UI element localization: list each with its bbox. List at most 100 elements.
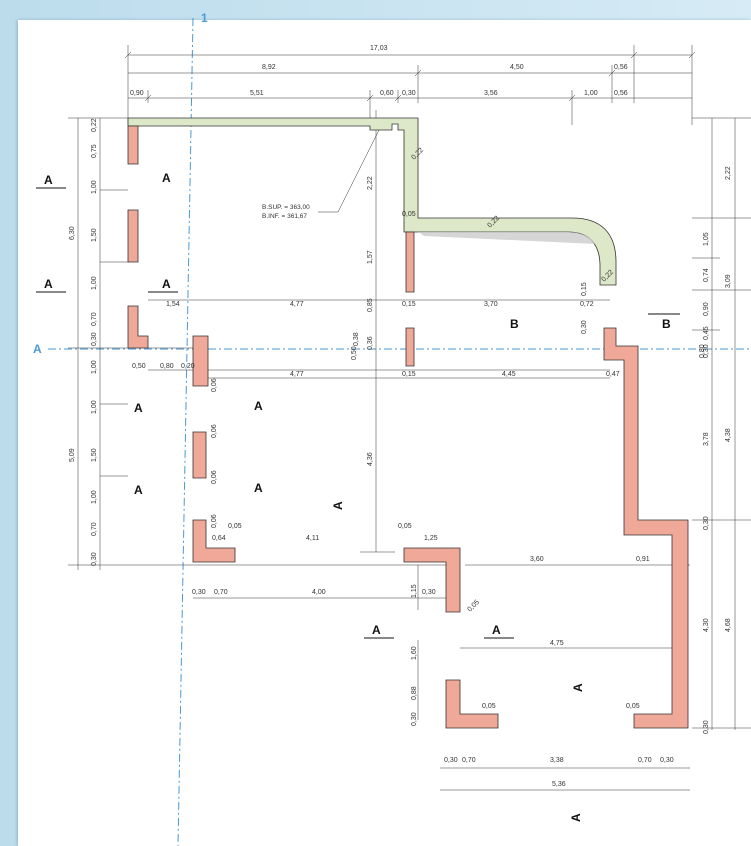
section-marker-underlines (36, 187, 680, 639)
dim-m-477a: 4,77 (290, 301, 304, 308)
dim-b-070a: 0,70 (214, 589, 228, 596)
section-label-a11: A (571, 683, 585, 692)
dim-s-015: 0,15 (581, 282, 588, 296)
dim-l-100e: 1,00 (91, 490, 98, 504)
dim-r2-f: 1,00 (584, 90, 598, 97)
dim-m-015b: 0,15 (402, 371, 416, 378)
dim-b-070c: 0,70 (638, 757, 652, 764)
dim-r2-a: 0,90 (130, 90, 144, 97)
axis-line-vertical (177, 17, 194, 846)
dim-m-020: 0,20 (181, 363, 195, 370)
dim-l-100a: 1,00 (91, 180, 98, 194)
dim-r-378: 3,78 (703, 432, 710, 446)
dim-b-070b: 0,70 (462, 757, 476, 764)
dim-m-080: 0,80 (160, 363, 174, 370)
dim-l-100d: 1,00 (91, 400, 98, 414)
dim-m-360: 3,60 (530, 556, 544, 563)
dim-r2-b: 5,51 (250, 90, 264, 97)
dim-r-090: 0,90 (703, 302, 710, 316)
dim-b-005c: 0,05 (466, 599, 481, 614)
axis-label-horizontal: A (33, 342, 42, 356)
dim-m-477b: 4,77 (290, 371, 304, 378)
elevation-note-sup: B.SUP. = 363,00 (262, 204, 310, 211)
dim-top-a: 8,92 (262, 64, 276, 71)
dim-r2-c: 0,60 (380, 90, 394, 97)
dim-l-070b: 0,70 (91, 522, 98, 536)
dim-m-370: 3,70 (484, 301, 498, 308)
section-label-a5: A (134, 401, 143, 415)
dim-m-047: 0,47 (606, 371, 620, 378)
dim-r-309: 3,09 (725, 274, 732, 288)
dim-r-074: 0,74 (703, 268, 710, 282)
elevation-note-inf: B.INF. = 361,67 (262, 213, 307, 220)
wall-corner-center (403, 547, 461, 613)
dim-s-038: 0,38 (353, 332, 360, 346)
dim-b-030c: 0,30 (411, 712, 418, 726)
dim-total-top: 17,03 (370, 45, 388, 52)
wall-column-a (192, 335, 209, 387)
dim-l-100b: 1,00 (91, 276, 98, 290)
dim-r-438: 4,38 (725, 428, 732, 442)
wall-cuts (127, 125, 689, 729)
dim-b-030e: 0,30 (660, 757, 674, 764)
dim-left-total-a: 6,30 (69, 226, 76, 240)
dim-m-006c: 0,06 (211, 470, 218, 484)
dim-r-222: 2,22 (725, 166, 732, 180)
dim-c-222: 2,22 (367, 176, 374, 190)
wall-corner-sw (192, 519, 236, 563)
section-label-a8: A (254, 481, 263, 495)
dim-r-030b: 0,30 (703, 516, 710, 530)
dim-b-160: 1,60 (411, 646, 418, 660)
section-label-a3: A (44, 277, 53, 291)
elevation-leader-line (318, 127, 381, 213)
wall-right-long (603, 327, 689, 729)
dim-m-050: 0,50 (132, 363, 146, 370)
top-dimension-lines (68, 45, 751, 791)
dim-l-050a: 0,30 (91, 332, 98, 346)
dim-r-030a: 0,30 (703, 344, 710, 358)
roof-slab (127, 117, 617, 286)
section-label-a6: A (254, 399, 263, 413)
dim-b-030d: 0,30 (444, 757, 458, 764)
dim-m-154: 1,54 (166, 301, 180, 308)
dim-c-036: 0,36 (367, 336, 374, 350)
dim-l-150b: 1,50 (91, 448, 98, 462)
dim-r2-d: 0,30 (402, 90, 416, 97)
dim-l-100c: 1,00 (91, 360, 98, 374)
dim-c-157: 1,57 (367, 250, 374, 264)
slab-shadow (418, 232, 596, 244)
dim-m-072: 0,72 (580, 301, 594, 308)
dim-b-338: 3,38 (550, 757, 564, 764)
axis-label-vertical: 1 (201, 11, 208, 25)
section-label-a10: A (492, 623, 501, 637)
section-label-a2: A (162, 171, 171, 185)
dim-b-005e: 0,05 (626, 703, 640, 710)
wall-corner-se (445, 679, 499, 729)
dim-b-030b: 0,30 (422, 589, 436, 596)
section-label-a9: A (372, 623, 381, 637)
dim-b-030a: 0,30 (192, 589, 206, 596)
dim-b-400: 4,00 (312, 589, 326, 596)
dim-m-411: 4,11 (306, 535, 319, 542)
section-label-a1: A (44, 173, 53, 187)
dim-l-022: 0,22 (91, 118, 98, 132)
dim-r-030c: 0,30 (703, 720, 710, 734)
dim-b-536: 5,36 (552, 781, 566, 788)
dim-l-030a: 0,30 (91, 552, 98, 566)
dim-m-445: 4,45 (502, 371, 516, 378)
dim-c-050: 0,50 (351, 346, 358, 360)
dim-b-005d: 0,05 (482, 703, 496, 710)
dim-s-005: 0,05 (402, 211, 416, 218)
dim-r2-e: 3,56 (484, 90, 498, 97)
section-label-a13: A (569, 813, 583, 822)
dim-top-c: 0,56 (614, 64, 628, 71)
dim-r-045: 0,45 (703, 326, 710, 340)
wall-left-2 (127, 209, 139, 263)
wall-center-1 (405, 231, 415, 293)
dim-m-005a: 0,05 (228, 523, 242, 530)
dim-m-006b: 0,06 (211, 424, 218, 438)
dim-r-430: 4,30 (703, 618, 710, 632)
section-label-b2: B (662, 317, 671, 331)
dim-b-115: 1,15 (411, 584, 418, 598)
